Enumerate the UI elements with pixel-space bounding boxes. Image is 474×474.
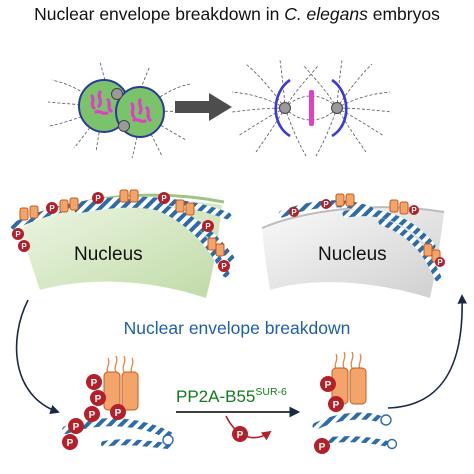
embryo-before (47, 61, 195, 159)
cycle-arrow-left (15, 299, 60, 415)
svg-text:P: P (73, 422, 80, 433)
phosphate-markers-left: P P P P P P P (12, 192, 230, 272)
svg-text:P: P (437, 258, 443, 267)
pores-right (335, 193, 441, 263)
phosphate-markers-right: P P P P (289, 199, 445, 267)
svg-text:P: P (95, 194, 101, 203)
pores-left (19, 189, 225, 257)
svg-text:P: P (291, 208, 297, 217)
cycle-arrow-right (387, 294, 468, 409)
nucleus-right-label: Nucleus (318, 244, 387, 265)
svg-text:P: P (333, 400, 340, 411)
enzyme-label: PP2A-B55SUR-6 (176, 386, 287, 406)
svg-text:P: P (89, 410, 96, 421)
svg-text:P: P (115, 408, 122, 419)
pore-complex-phosphorylated (62, 355, 174, 449)
svg-text:P: P (319, 442, 326, 453)
svg-text:P: P (205, 222, 211, 231)
svg-text:P: P (49, 204, 55, 213)
svg-text:P: P (411, 206, 417, 215)
svg-text:P: P (21, 242, 27, 251)
svg-text:P: P (67, 438, 74, 449)
svg-text:P: P (323, 200, 329, 209)
phosphate-markers-complex: P P P P P P (62, 374, 126, 450)
svg-text:P: P (161, 194, 167, 203)
svg-text:P: P (237, 430, 244, 441)
phosphate-markers-remaining: P P P (314, 376, 344, 454)
figure-title: Nuclear envelope breakdown in C. elegans… (34, 4, 440, 24)
embryo-after (231, 59, 393, 157)
svg-text:P: P (325, 380, 332, 391)
svg-text:P: P (91, 378, 98, 389)
progression-arrow (175, 93, 232, 121)
process-label: Nuclear envelope breakdown (123, 318, 351, 338)
svg-text:P: P (15, 230, 21, 239)
svg-text:P: P (221, 262, 227, 271)
pore-complex-dephosphorylated (312, 351, 398, 450)
nucleus-left-label: Nucleus (74, 244, 143, 265)
svg-text:P: P (95, 394, 102, 405)
released-phosphate: P (232, 426, 248, 442)
